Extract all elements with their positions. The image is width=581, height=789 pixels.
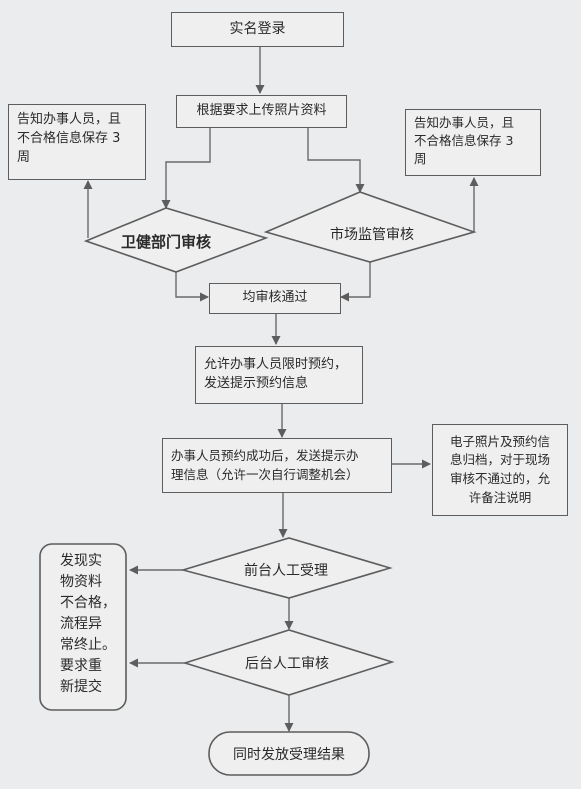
archive-note-label: 电子照片及预约信 息归档，对于现场 审核不通过的，允 许备注说明 <box>449 433 550 505</box>
both-passed-box: 均审核通过 <box>209 283 341 314</box>
notice-right-box: 告知办事人员，且 不合格信息保存 3 周 <box>405 109 541 176</box>
result-terminal <box>208 731 370 776</box>
notice-right-label: 告知办事人员，且 不合格信息保存 3 周 <box>414 115 515 167</box>
both-passed-label: 均审核通过 <box>242 290 308 306</box>
back-office-diamond <box>182 629 395 696</box>
abnormal-end-label: 发现实 物资料 不合格， 流程异 常终止。 要求重 新提交 <box>60 553 116 695</box>
upload-label: 根据要求上传照片资料 <box>196 103 327 119</box>
login-box: 实名登录 <box>171 12 344 47</box>
booking-success-label: 办事人员预约成功后，发送提示办 理信息（允许一次自行调整机会） <box>171 448 359 482</box>
back-office-label: 后台人工审核 <box>245 656 329 672</box>
arrow-upload-market <box>307 128 365 193</box>
health-review-label: 卫健部门审核 <box>121 233 212 251</box>
abnormal-end-box <box>39 543 127 711</box>
health-review-diamond <box>83 207 269 273</box>
market-review-diamond <box>263 191 477 263</box>
login-label: 实名登录 <box>229 21 286 38</box>
arrow-upload-health <box>161 128 211 209</box>
allow-booking-box: 允许办事人员限时预约， 发送提示预约信息 <box>195 346 363 404</box>
arrow-health-passed <box>175 272 209 302</box>
front-desk-diamond <box>180 537 393 599</box>
notice-left-box: 告知办事人员，且 不合格信息保存 3 周 <box>8 104 146 180</box>
allow-booking-label: 允许办事人员限时预约， 发送提示预约信息 <box>204 357 348 391</box>
upload-box: 根据要求上传照片资料 <box>176 95 347 128</box>
booking-success-box: 办事人员预约成功后，发送提示办 理信息（允许一次自行调整机会） <box>162 438 392 493</box>
front-desk-label: 前台人工受理 <box>244 563 328 579</box>
market-review-label: 市场监管审核 <box>330 227 414 243</box>
notice-left-label: 告知办事人员，且 不合格信息保存 3 周 <box>17 112 122 165</box>
archive-note-box: 电子照片及预约信 息归档，对于现场 审核不通过的，允 许备注说明 <box>432 424 568 516</box>
result-label: 同时发放受理结果 <box>233 747 345 763</box>
arrow-market-passed <box>340 262 371 302</box>
